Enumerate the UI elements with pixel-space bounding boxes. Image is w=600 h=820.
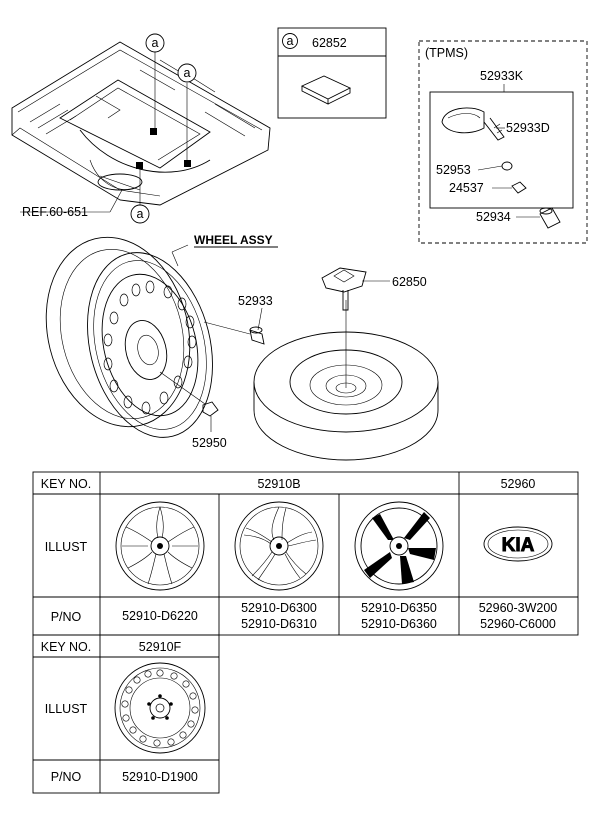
marker-a-1: a [145, 33, 165, 53]
parts-table-1 [32, 471, 579, 636]
spare-tire-illustration [253, 300, 439, 461]
wheel-assy-label: WHEEL ASSY [194, 233, 273, 247]
table1-col2-pno-b: 52910-D6310 [241, 617, 317, 631]
table1-key-cap: 52960 [501, 477, 536, 491]
kia-logo-text: KIA [502, 535, 535, 556]
marker-a-label: a [137, 207, 144, 221]
parts-table-2 [32, 634, 220, 794]
tpms-heading: (TPMS) [425, 46, 468, 60]
lug-nut-illustration [159, 371, 219, 432]
tpms-assembly-no: 52933K [480, 69, 524, 83]
marker-a-2: a [177, 63, 197, 83]
kia-wheel-cap-illustration: KIA [483, 526, 553, 562]
table1-col3-pno-a: 52910-D6350 [361, 601, 437, 615]
kit-marker-label: a [287, 34, 294, 48]
table2-pno-label: P/NO [51, 770, 82, 784]
valve-illustration [203, 307, 265, 345]
steel-wheel-d1900-illustration [114, 662, 206, 754]
alloy-wheel-d6220-illustration [115, 501, 205, 591]
marker-a-3: a [130, 204, 150, 224]
table1-key-wheel: 52910B [257, 477, 300, 491]
valve-part-no: 52933 [238, 294, 273, 308]
table1-col3-pno-b: 52910-D6360 [361, 617, 437, 631]
spare-holder-illustration [321, 267, 390, 311]
table1-col1-pno: 52910-D6220 [122, 609, 198, 623]
alloy-wheel-d6350-illustration [354, 501, 444, 591]
kit-box: a 62852 [277, 27, 387, 119]
table1-illust-label: ILLUST [45, 540, 88, 554]
tpms-cap-no: 52934 [476, 210, 511, 224]
table2-key-no-label: KEY NO. [41, 640, 91, 654]
tpms-52953-no: 52953 [436, 163, 471, 177]
marker-a-label: a [184, 66, 191, 80]
table1-col2-pno-a: 52910-D6300 [241, 601, 317, 615]
lug-nut-part-no: 52950 [192, 436, 227, 450]
table2-pno: 52910-D1900 [122, 770, 198, 784]
table1-col4-pno-a: 52960-3W200 [479, 601, 558, 615]
table2-key: 52910F [139, 640, 182, 654]
floor-ref-label: REF.60-651 [22, 205, 88, 219]
marker-a-label: a [152, 36, 159, 50]
table1-key-no-label: KEY NO. [41, 477, 91, 491]
spare-holder-part-no: 62850 [392, 275, 427, 289]
wheel-assembly-illustration [45, 236, 213, 438]
table2-illust-label: ILLUST [45, 702, 88, 716]
alloy-wheel-d6300-illustration [234, 501, 324, 591]
table1-pno-label: P/NO [51, 610, 82, 624]
tpms-box: (TPMS) 52933K 52933D 52953 24537 52934 [418, 40, 588, 244]
tpms-24537-no: 24537 [449, 181, 484, 195]
kit-part-no: 62852 [312, 36, 347, 50]
table1-col4-pno-b: 52960-C6000 [480, 617, 556, 631]
tpms-sensor-no: 52933D [506, 121, 550, 135]
floor-pan-illustration [11, 41, 271, 213]
